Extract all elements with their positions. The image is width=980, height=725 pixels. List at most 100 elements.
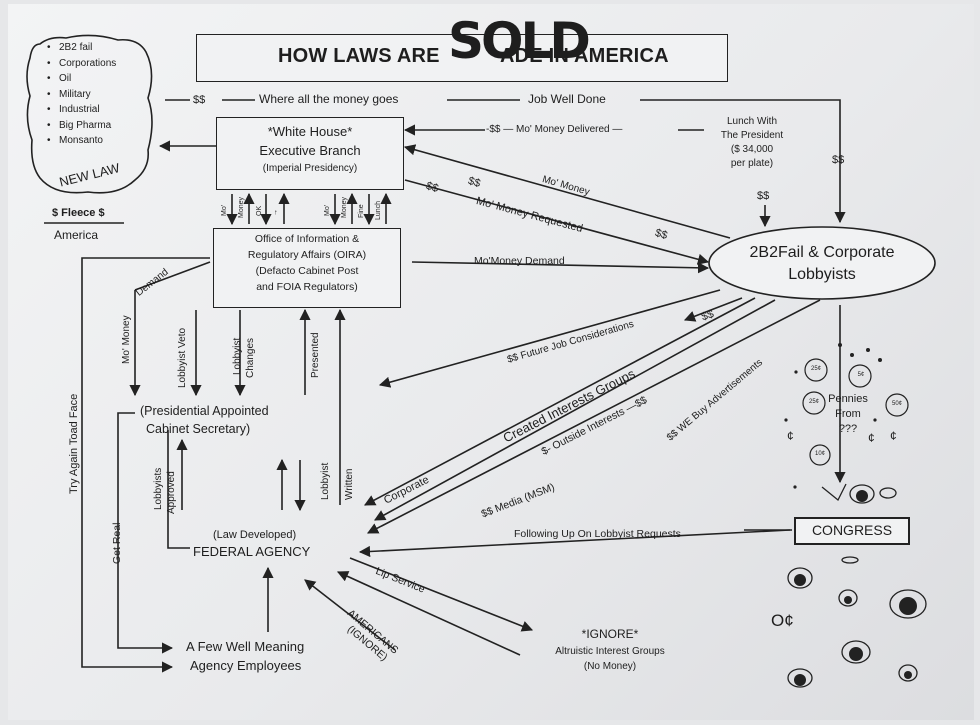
presented-label: Presented — [310, 332, 321, 378]
small-coin-label: O¢ — [771, 611, 794, 630]
lobbyists-line1: 2B2Fail & Corporate — [749, 244, 895, 261]
fleece-label: $ Fleece $ — [52, 207, 105, 219]
arrow-toad-face — [81, 257, 210, 673]
following-label: Following Up On Lobbyist Requests — [514, 528, 681, 540]
cent-mark: ¢ — [868, 431, 875, 445]
lunch-line: Lunch With — [726, 116, 778, 127]
lobbyist-veto-label: Lobbyist Veto — [177, 327, 188, 388]
toad-face-label: Try Again Toad Face — [68, 393, 80, 494]
arrow-following — [358, 529, 791, 558]
arrow-americans — [336, 571, 521, 656]
mini-label: OK — [256, 205, 263, 216]
employees-line1: A Few Well Meaning — [186, 639, 305, 654]
congress-birds-fill — [784, 343, 917, 686]
right-money: $$ — [832, 154, 845, 166]
mini-label: Mo' — [221, 204, 228, 216]
interest-item: Corporations — [47, 56, 116, 72]
interests-list: 2B2 fail Corporations Oil Military Indus… — [45, 40, 116, 149]
ignore-title: *IGNORE* — [581, 627, 639, 641]
lobbyist-changes-label: Lobbyist — [232, 337, 243, 375]
lunch-line: The President — [720, 130, 784, 141]
delivered-label: -$$ — Mo' Money Delivered — — [486, 124, 623, 135]
pennies-line: Pennies — [828, 393, 868, 405]
line-cabinet-agency — [167, 430, 190, 549]
america-label: America — [54, 228, 99, 242]
white-house-box — [216, 117, 404, 190]
lobbyists-approved-label: Lobbyists — [153, 467, 164, 510]
federal-agency: FEDERAL AGENCY — [193, 544, 311, 559]
where-money-goes: Where all the money goes — [259, 92, 399, 106]
mini-label: → — [272, 209, 279, 216]
lobbyists-ellipse — [708, 226, 936, 300]
imperial-presidency: (Imperial Presidency) — [262, 163, 358, 174]
oira-line: Regulatory Affairs (OIRA) — [247, 249, 367, 261]
demand-label: Mo'Money Demand — [474, 255, 565, 267]
interest-item: Oil — [47, 71, 116, 87]
mini-label: Money — [238, 196, 245, 218]
title-box — [196, 34, 728, 82]
oira-box — [213, 228, 401, 308]
mo-money-left: Mo' Money — [121, 315, 132, 364]
congress-label: CONGRESS — [811, 522, 893, 538]
arrow-oira-demand — [411, 261, 710, 274]
job-well-done: Job Well Done — [528, 92, 606, 106]
coin-label: 10¢ — [814, 451, 825, 457]
interest-item: Military — [47, 87, 116, 103]
title-left: HOW LAWS ARE — [278, 45, 440, 67]
cent-mark: ¢ — [890, 429, 897, 443]
cabinet-line2: Cabinet Secretary) — [146, 422, 251, 436]
mini-label: Mo' — [324, 204, 331, 216]
arrow-media — [367, 299, 821, 534]
ignore-line2: (No Money) — [583, 661, 637, 672]
arrow-get-real — [117, 412, 174, 654]
law-developed: (Law Developed) — [213, 529, 297, 541]
written-label: Written — [344, 468, 355, 501]
cent-mark: ¢ — [787, 429, 794, 443]
money-dollar: $$ — [193, 94, 206, 106]
money-line-right — [640, 99, 846, 224]
pennies-line: ??? — [838, 423, 858, 435]
ignore-line1: Altruistic Interest Groups — [555, 646, 665, 657]
lunch-line: ($ 34,000 — [730, 144, 774, 155]
mini-label: Money — [341, 196, 348, 218]
executive-branch: Executive Branch — [259, 143, 361, 158]
lunch-line: per plate) — [730, 158, 774, 169]
sold-stamp: SOLD — [448, 12, 591, 70]
interest-item: Industrial — [47, 102, 116, 118]
coins-decoration — [802, 358, 909, 466]
arrow-americans-2 — [304, 579, 396, 651]
employees-line2: Agency Employees — [190, 658, 302, 673]
arrow-mo-money — [403, 144, 731, 239]
lobbyist-written-label: Lobbyist — [320, 462, 331, 500]
oira-line: (Defacto Cabinet Post — [255, 265, 359, 277]
interests-cloud — [26, 34, 153, 194]
arrow-corporate — [364, 297, 756, 506]
arrow-lip-service — [349, 557, 534, 632]
coin-label: 25¢ — [810, 366, 821, 372]
coin-label: 50¢ — [891, 401, 902, 407]
oira-line: and FOIA Regulators) — [256, 281, 358, 293]
interest-item: 2B2 fail — [47, 40, 116, 56]
oira-line: Office of Information & — [254, 233, 360, 245]
pennies-line: From — [835, 408, 861, 420]
get-real-label: Get Real — [111, 522, 123, 564]
congress-birds-decoration — [787, 483, 927, 688]
interest-item: Monsanto — [47, 133, 116, 149]
arrow-future — [378, 289, 721, 388]
paper-sheet — [8, 4, 974, 720]
interest-item: Big Pharma — [47, 118, 116, 134]
lobbyists-line2: Lobbyists — [788, 266, 856, 283]
white-house-title: *White House* — [267, 124, 353, 139]
lobbyists-approved-label: Approved — [166, 471, 177, 514]
arrow-mo-money-requested — [404, 179, 710, 265]
title-right: ADE IN AMERICA — [500, 45, 669, 67]
lunch-money: $$ — [757, 190, 770, 202]
cabinet-line1: (Presidential Appointed — [140, 404, 269, 418]
congress-box — [794, 517, 910, 545]
arrow-outside — [374, 299, 776, 521]
arrow-future-ss — [683, 297, 743, 322]
coin-label: 5¢ — [857, 372, 865, 378]
mini-label: Fine — [358, 204, 365, 218]
